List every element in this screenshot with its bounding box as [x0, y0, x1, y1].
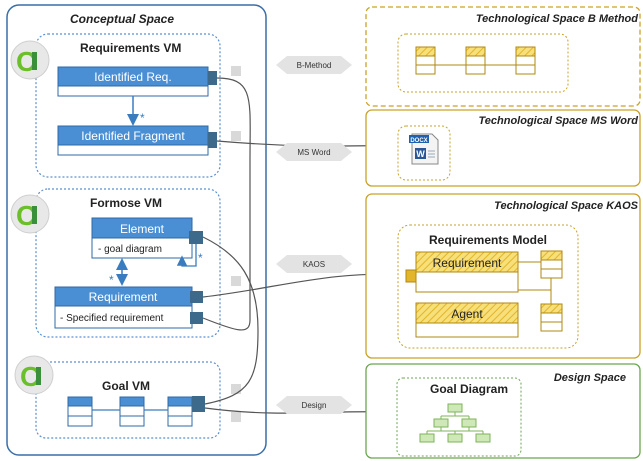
element-class[interactable]: Element - goal diagram — [91, 217, 193, 259]
goal-vm-class-1[interactable] — [67, 396, 93, 427]
b-method-label: B-Method — [297, 61, 332, 70]
edge-port-tab — [231, 66, 241, 76]
requirement-port-top[interactable] — [190, 291, 203, 303]
requirement-port-bottom[interactable] — [190, 312, 203, 324]
requirement-attribute: - Specified requirement — [60, 313, 164, 324]
kaos-model-title: Requirements Model — [429, 233, 547, 247]
goal-diagram-title: Goal Diagram — [430, 382, 508, 396]
requirements-vm-frame — [35, 33, 221, 178]
edge-port-tab — [231, 412, 241, 422]
kaos-agent-label: Agent — [451, 307, 483, 321]
requirement-label: Requirement — [89, 290, 158, 304]
b-method-class-3[interactable] — [515, 46, 536, 75]
b-method-class-1[interactable] — [415, 46, 436, 75]
element-label: Element — [120, 222, 165, 236]
edge-port-tab — [231, 276, 241, 286]
element-attribute: - goal diagram — [98, 244, 162, 255]
b-method-transformation[interactable]: B-Method — [276, 56, 352, 74]
formose-vm-title: Formose VM — [90, 196, 162, 210]
svg-text:C: C — [20, 361, 40, 392]
identified-fragment-class[interactable]: Identified Fragment — [57, 125, 209, 156]
requirements-vm-title: Requirements VM — [80, 41, 181, 55]
ms-word-space-title: Technological Space MS Word — [478, 115, 638, 127]
identified-req-class[interactable]: Identified Req. — [57, 66, 209, 97]
b-method-class-2[interactable] — [465, 46, 486, 75]
identified-req-port[interactable] — [208, 71, 217, 85]
svg-text:C: C — [16, 46, 36, 77]
svg-text:C: C — [16, 200, 36, 231]
conceptual-space-title: Conceptual Space — [70, 12, 174, 26]
kaos-requirement-label: Requirement — [433, 256, 502, 270]
kaos-label: KAOS — [303, 260, 325, 269]
kaos-small-class-1[interactable] — [540, 250, 563, 279]
docx-file-glyph: W — [416, 149, 425, 159]
requirement-multiplicity: * — [109, 273, 114, 287]
goal-vm-port[interactable] — [192, 396, 205, 412]
ms-word-label: MS Word — [297, 148, 330, 157]
requirements-vm-logo-icon: C — [10, 40, 50, 80]
design-label: Design — [302, 401, 327, 410]
kaos-agent-class[interactable]: Agent — [415, 302, 519, 338]
element-port[interactable] — [189, 231, 203, 244]
identified-fragment-label: Identified Fragment — [81, 129, 185, 143]
ms-word-transformation[interactable]: MS Word — [276, 143, 352, 161]
kaos-requirement-class[interactable]: Requirement — [415, 251, 519, 293]
goal-vm-logo-icon: C — [14, 355, 54, 395]
identified-req-label: Identified Req. — [94, 70, 171, 84]
docx-file-label: DOCX — [410, 138, 427, 144]
element-self-multiplicity: * — [198, 251, 203, 265]
identified-fragment-port[interactable] — [208, 132, 217, 148]
connector-element-to-goal — [202, 236, 259, 405]
formose-vm-logo-icon: C — [10, 194, 50, 234]
goal-vm-class-3[interactable] — [167, 396, 193, 427]
docx-file-icon[interactable]: DOCX W — [409, 133, 439, 165]
kaos-space-title: Technological Space KAOS — [494, 200, 639, 212]
b-method-space-title: Technological Space B Method — [476, 13, 638, 25]
kaos-transformation[interactable]: KAOS — [276, 255, 352, 273]
element-self-association — [176, 244, 197, 267]
kaos-requirement-port[interactable] — [405, 269, 417, 283]
goal-diagram-tree-icon — [419, 403, 491, 443]
req-fragment-multiplicity: * — [140, 111, 145, 125]
design-space-title: Design Space — [554, 372, 626, 384]
connector-req-to-bmethod — [202, 77, 251, 331]
requirement-class[interactable]: Requirement - Specified requirement — [54, 286, 193, 329]
design-transformation[interactable]: Design — [276, 396, 352, 414]
kaos-small-class-2[interactable] — [540, 303, 563, 332]
goal-vm-title: Goal VM — [102, 379, 150, 393]
goal-vm-class-2[interactable] — [119, 396, 145, 427]
edge-port-tab — [231, 384, 241, 394]
edge-port-tab — [231, 131, 241, 141]
